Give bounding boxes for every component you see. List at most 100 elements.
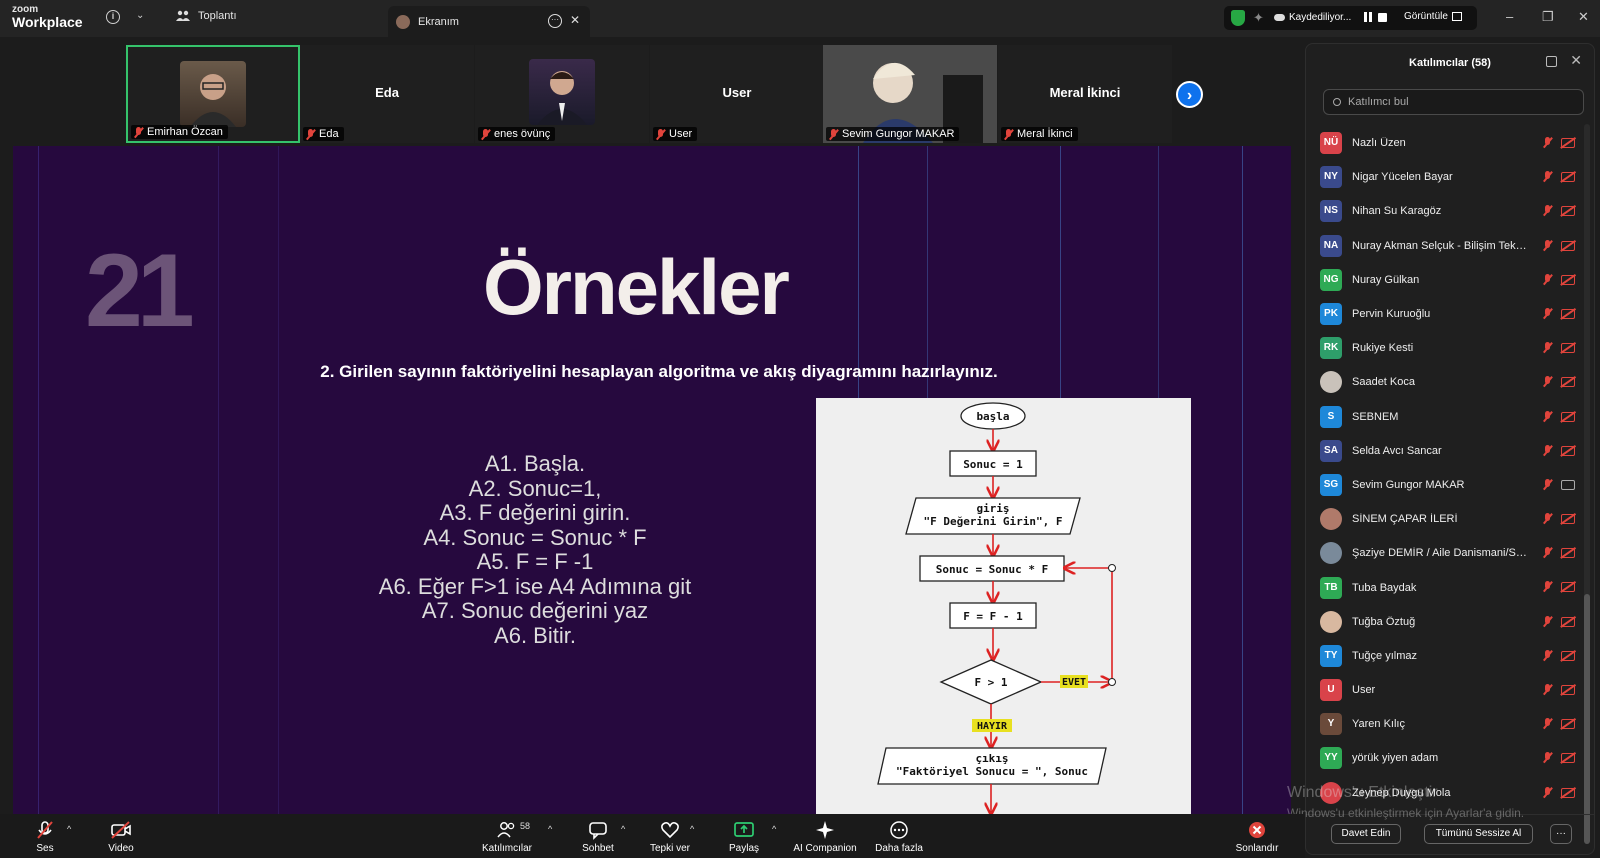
- next-page-button[interactable]: ›: [1176, 81, 1203, 108]
- invite-button[interactable]: Davet Edin: [1331, 824, 1401, 844]
- video-tile[interactable]: Eda Eda: [300, 45, 474, 143]
- muted-mic-icon[interactable]: [1543, 718, 1552, 729]
- video-tile[interactable]: enes övünç: [475, 45, 649, 143]
- video-tile[interactable]: Meral İkinci Meral İkinci: [998, 45, 1172, 143]
- popout-icon[interactable]: [1546, 56, 1557, 67]
- muted-mic-icon[interactable]: [1543, 786, 1552, 798]
- participant-row[interactable]: Saadet Koca: [1306, 365, 1586, 399]
- participant-row[interactable]: Zeynep Duygu Mola: [1306, 776, 1586, 810]
- muted-mic-icon[interactable]: [1543, 342, 1552, 353]
- video-button[interactable]: Video: [104, 820, 138, 854]
- video-off-icon[interactable]: [1561, 411, 1575, 422]
- end-meeting-button[interactable]: Sonlandır: [1234, 820, 1280, 854]
- video-off-icon[interactable]: [1561, 685, 1575, 695]
- muted-mic-icon[interactable]: [1543, 444, 1552, 456]
- video-off-icon[interactable]: [1561, 343, 1575, 354]
- muted-mic-icon[interactable]: [1543, 752, 1552, 763]
- muted-mic-icon[interactable]: [1543, 684, 1552, 695]
- participant-row[interactable]: SİNEM ÇAPAR İLERİ: [1306, 502, 1586, 536]
- chat-button[interactable]: Sohbet: [581, 820, 615, 854]
- video-off-icon[interactable]: [1561, 274, 1575, 285]
- audio-options-caret[interactable]: ^: [67, 824, 72, 834]
- more-icon[interactable]: ···: [548, 14, 562, 28]
- video-off-icon[interactable]: [1561, 753, 1575, 764]
- muted-mic-icon[interactable]: [1543, 239, 1552, 251]
- muted-mic-icon[interactable]: [1543, 581, 1552, 592]
- info-icon[interactable]: i: [106, 10, 120, 24]
- react-options-caret[interactable]: ^: [690, 824, 695, 834]
- muted-mic-icon[interactable]: [1543, 649, 1552, 661]
- stop-recording-button[interactable]: [1378, 13, 1387, 22]
- muted-mic-icon[interactable]: [1543, 410, 1552, 422]
- more-options-button[interactable]: ···: [1550, 824, 1572, 844]
- scroll-thumb[interactable]: [1584, 594, 1590, 844]
- participants-button[interactable]: Katılımcılar: [480, 820, 534, 854]
- video-tile[interactable]: Emirhan Özcan: [126, 45, 300, 143]
- video-off-icon[interactable]: [1561, 616, 1575, 627]
- video-off-icon[interactable]: [1561, 514, 1575, 525]
- muted-mic-icon[interactable]: [1543, 547, 1552, 558]
- muted-mic-icon[interactable]: [1543, 171, 1552, 182]
- muted-mic-icon[interactable]: [1543, 273, 1552, 285]
- video-on-icon[interactable]: [1561, 479, 1575, 490]
- close-panel-icon[interactable]: ✕: [1570, 52, 1582, 68]
- react-button[interactable]: Tepki ver: [648, 820, 692, 854]
- video-off-icon[interactable]: [1561, 548, 1575, 559]
- participant-search-input[interactable]: Katılımcı bul: [1323, 89, 1584, 115]
- participant-row[interactable]: Şaziye DEMİR / Aile Danismani/Sosy...: [1306, 536, 1586, 570]
- muted-mic-icon[interactable]: [1543, 137, 1552, 148]
- muted-mic-icon[interactable]: [1543, 615, 1552, 627]
- video-tile[interactable]: Sevim Gungor MAKAR: [823, 45, 997, 143]
- participant-row[interactable]: Tuğba Öztuğ: [1306, 605, 1586, 639]
- participants-options-caret[interactable]: ^: [548, 824, 553, 834]
- video-off-icon[interactable]: [1561, 719, 1575, 730]
- view-button[interactable]: Görüntüle: [1404, 11, 1462, 22]
- chevron-down-icon[interactable]: ⌄: [136, 10, 145, 21]
- video-off-icon[interactable]: [1561, 172, 1575, 183]
- video-off-icon[interactable]: [1561, 650, 1575, 661]
- muted-mic-icon[interactable]: [1543, 205, 1552, 216]
- video-off-icon[interactable]: [1561, 308, 1575, 319]
- video-off-icon[interactable]: [1561, 377, 1575, 388]
- close-window-button[interactable]: ✕: [1578, 9, 1589, 24]
- more-button[interactable]: Daha fazla: [874, 820, 924, 854]
- tab-my-screen[interactable]: Ekranım ··· ✕: [388, 6, 590, 37]
- video-off-icon[interactable]: [1561, 787, 1575, 798]
- share-button[interactable]: Paylaş: [726, 820, 762, 854]
- muted-mic-icon[interactable]: [1543, 478, 1552, 490]
- restore-button[interactable]: ❐: [1542, 9, 1554, 24]
- ai-companion-button[interactable]: AI Companion: [790, 820, 860, 854]
- video-off-icon[interactable]: [1561, 240, 1575, 251]
- video-tile[interactable]: User User: [650, 45, 824, 143]
- minimize-button[interactable]: –: [1506, 9, 1514, 24]
- video-off-icon[interactable]: [1561, 138, 1575, 148]
- mute-all-button[interactable]: Tümünü Sessize Al: [1424, 824, 1533, 844]
- muted-mic-icon[interactable]: [1543, 376, 1552, 387]
- video-off-icon[interactable]: [1561, 206, 1575, 217]
- pause-recording-button[interactable]: [1364, 12, 1372, 22]
- meeting-menu[interactable]: Toplantı: [176, 10, 237, 22]
- video-off-icon[interactable]: [1561, 582, 1575, 593]
- close-tab-icon[interactable]: ✕: [569, 13, 580, 27]
- muted-mic-icon[interactable]: [1543, 307, 1552, 319]
- audio-button[interactable]: Ses: [30, 820, 60, 854]
- muted-mic-icon[interactable]: [1543, 513, 1552, 524]
- sparkle-icon[interactable]: ✦: [1253, 10, 1264, 25]
- video-off-icon[interactable]: [1561, 445, 1575, 456]
- chat-options-caret[interactable]: ^: [621, 824, 626, 834]
